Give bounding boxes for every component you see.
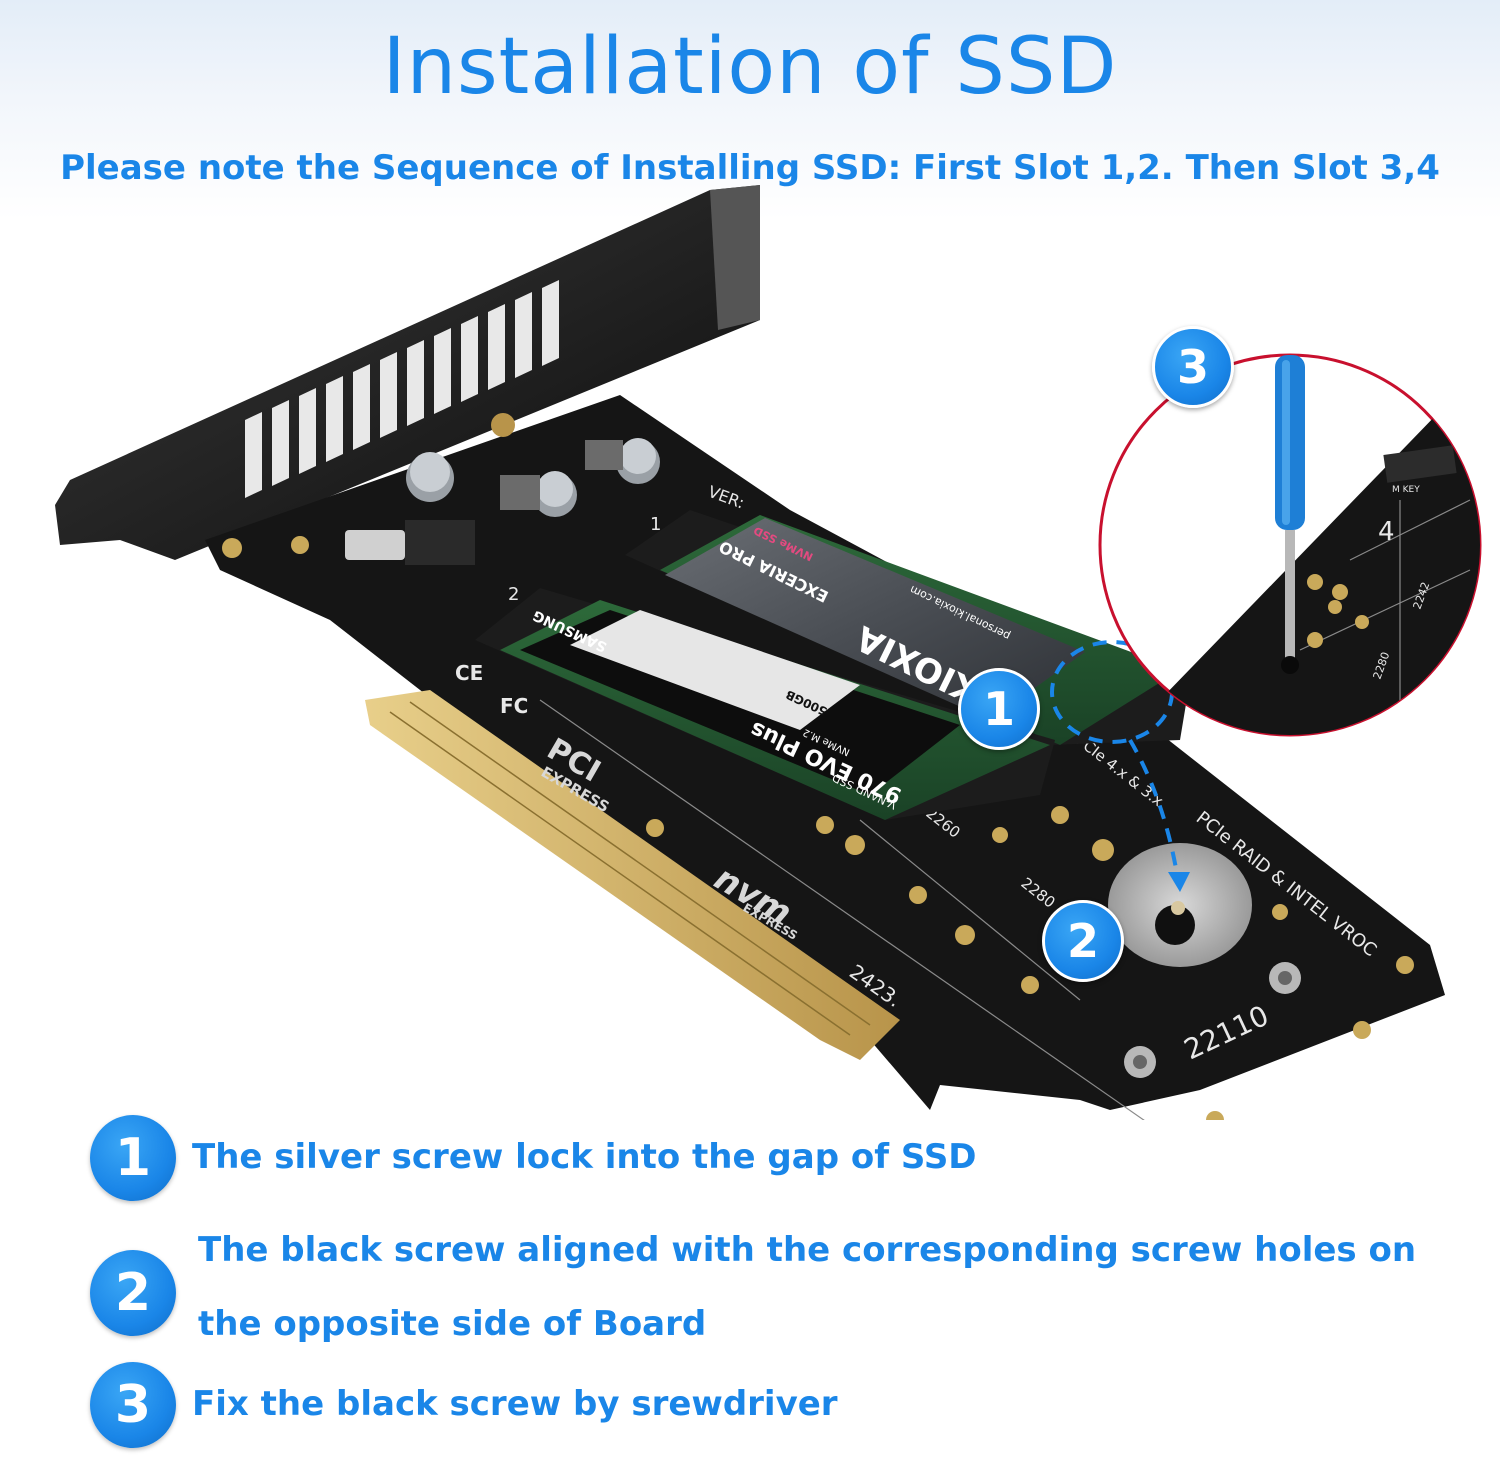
- ce-mark: CE: [455, 661, 483, 685]
- zoom-inset: 4 M KEY 2242 2280: [1098, 353, 1482, 737]
- callout-3: 3: [1152, 326, 1234, 408]
- page-subtitle: Please note the Sequence of Installing S…: [60, 148, 1440, 188]
- callout-1: 1: [958, 668, 1040, 750]
- metal-bracket: [55, 185, 760, 560]
- step-3-text: Fix the black screw by srewdriver: [192, 1384, 838, 1424]
- samsung-ssd: SAMSUNG 970 EVO Plus V-NAND SSD NVMe M.2…: [475, 588, 1055, 820]
- black-screw: [1155, 905, 1195, 945]
- step-1-text: The silver screw lock into the gap of SS…: [192, 1137, 977, 1177]
- mounting-holes: [646, 760, 1414, 1120]
- step-2-badge: 2: [90, 1250, 176, 1336]
- zoom-mkey: M KEY: [1392, 485, 1420, 495]
- zoom-slot-4: 4: [1378, 517, 1395, 547]
- header-background: [0, 0, 1500, 220]
- step-2-text-line2: the opposite side of Board: [198, 1304, 707, 1344]
- page-title: Installation of SSD: [382, 22, 1118, 112]
- step-1-badge: 1: [90, 1115, 176, 1201]
- slot-1-label: 1: [650, 514, 661, 535]
- step-3-badge: 3: [90, 1362, 176, 1448]
- screwdriver-icon: [1275, 355, 1305, 674]
- callout-2: 2: [1042, 900, 1124, 982]
- board-components: [222, 413, 660, 565]
- fc-mark: FC: [500, 694, 528, 718]
- step-2-text-line1: The black screw aligned with the corresp…: [198, 1230, 1417, 1270]
- product-illustration: VER: 1 2 PCIe RAID & INTEL VROC PCIe 4.x…: [55, 185, 1482, 1120]
- slot-2-label: 2: [508, 584, 519, 605]
